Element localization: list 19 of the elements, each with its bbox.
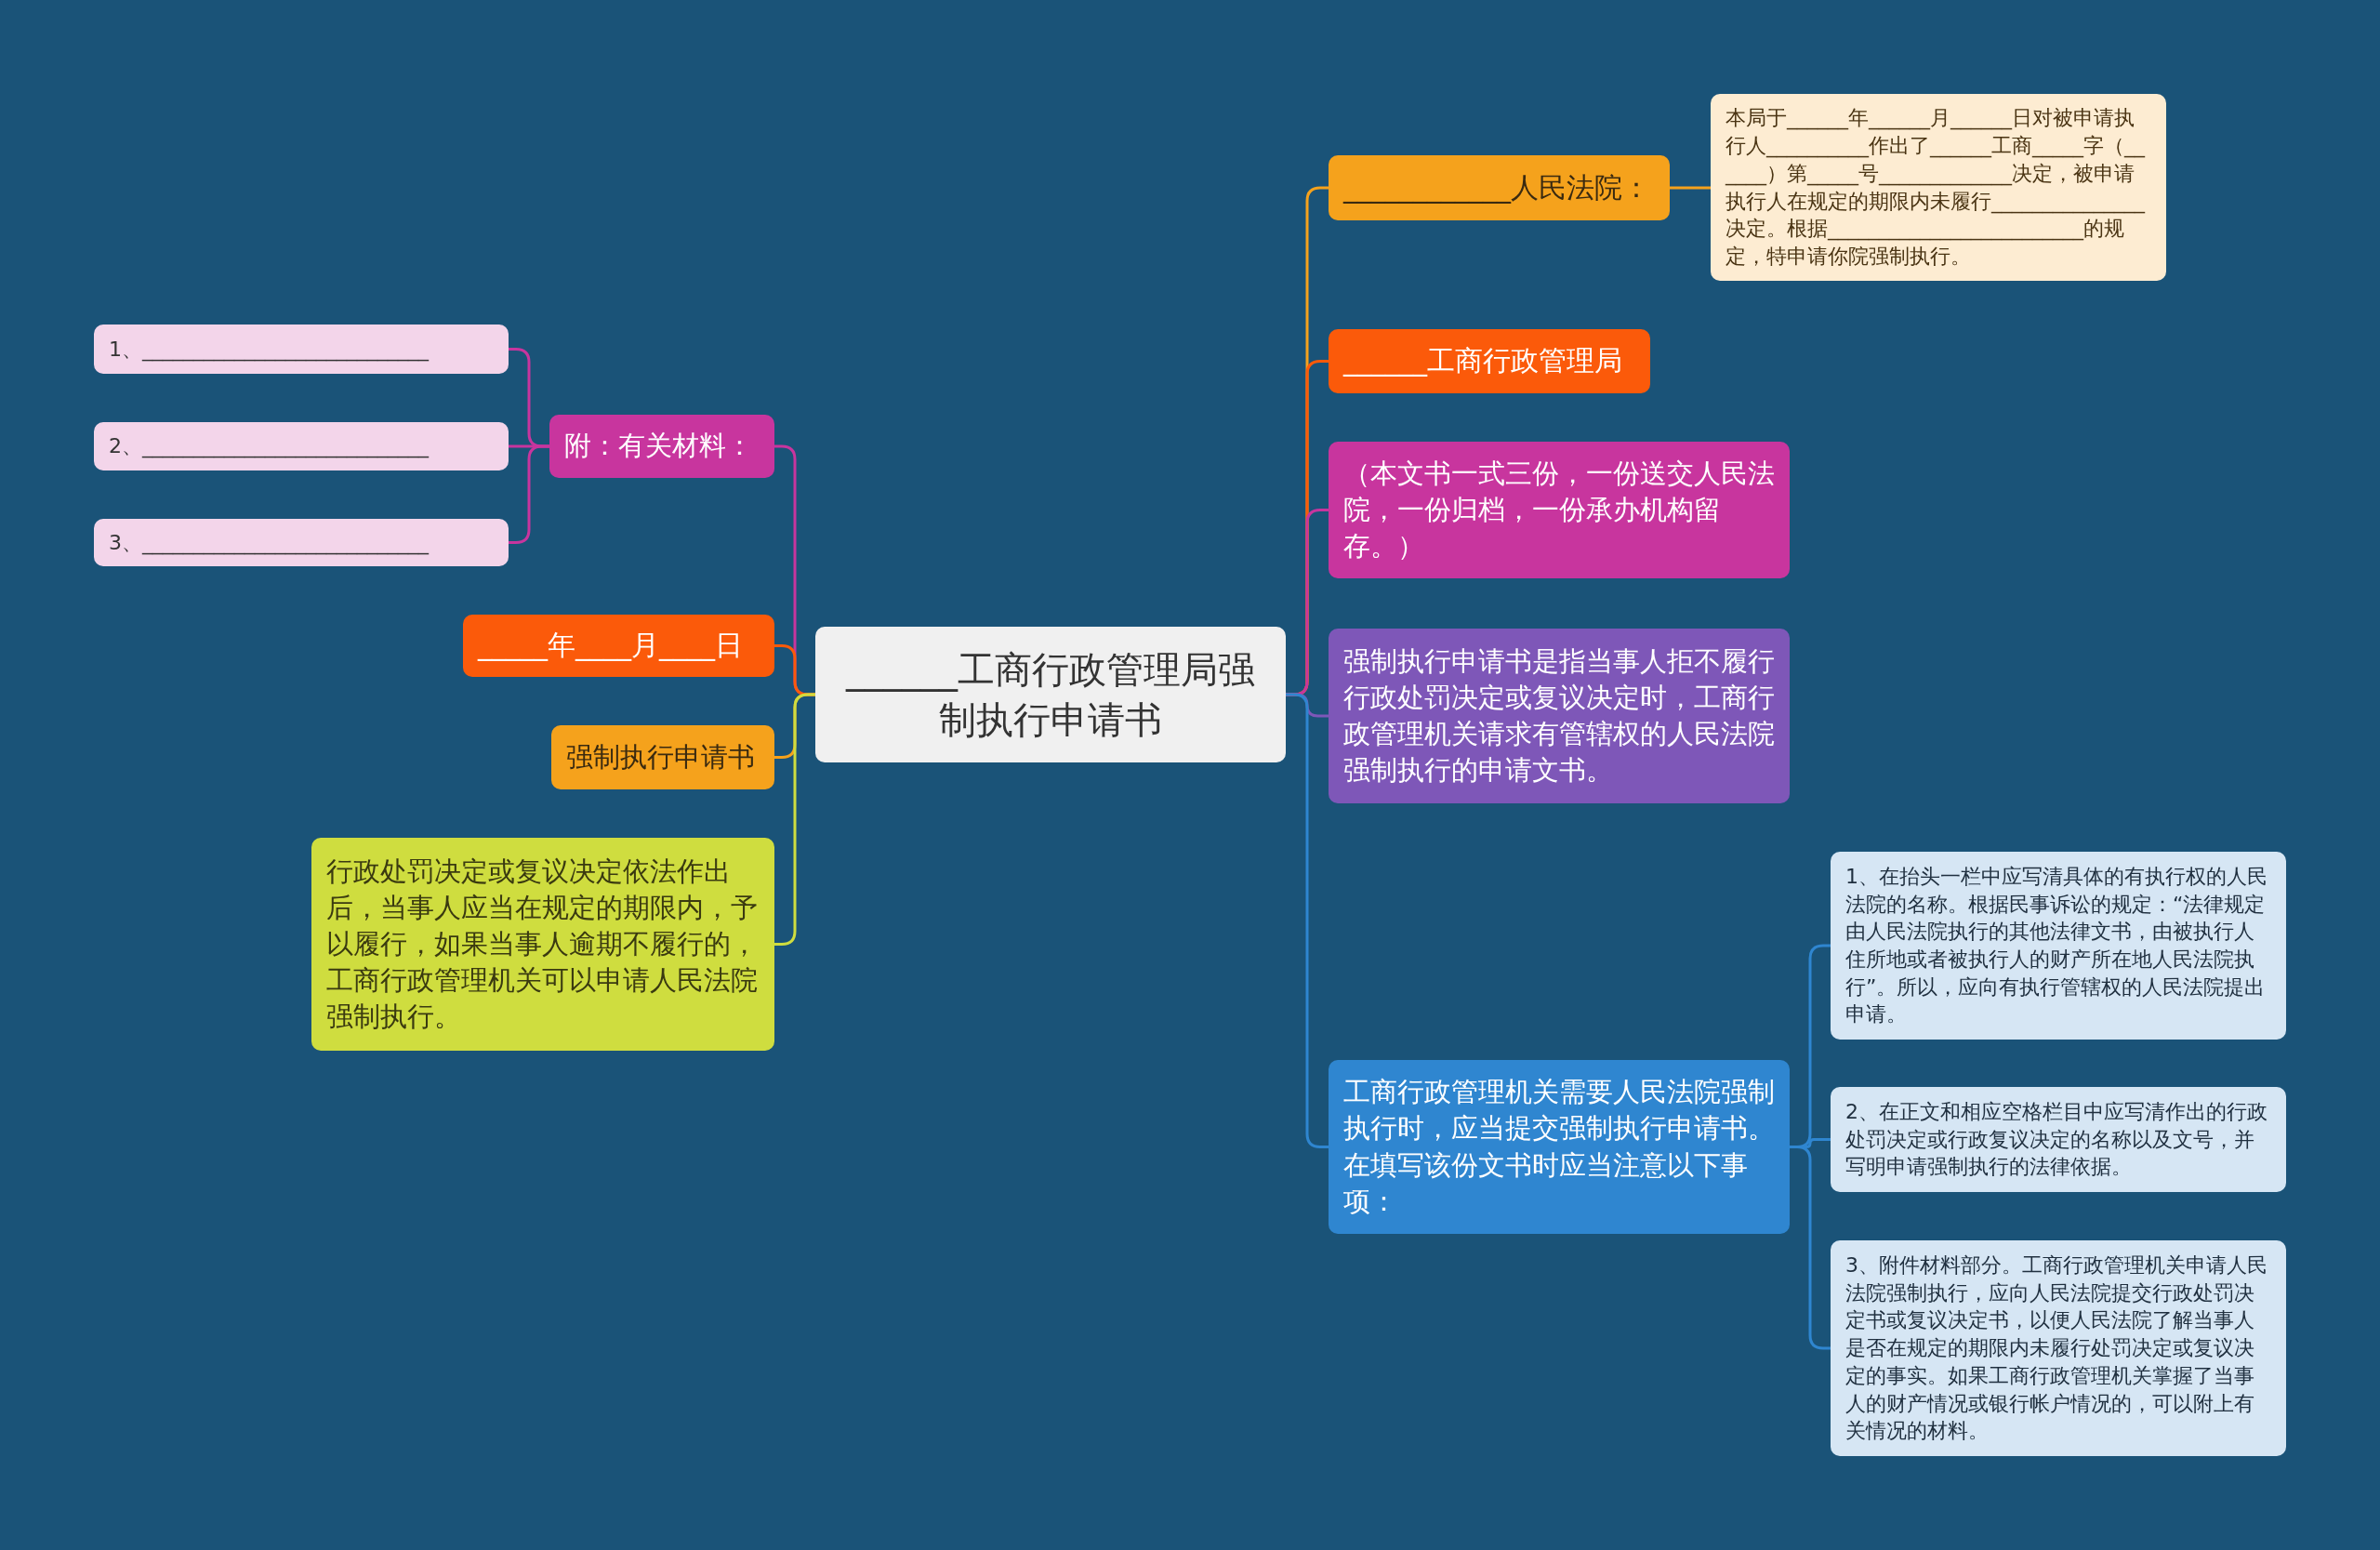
note-box: 本局于______年______月______日对被申请执行人__________作出了______工商_____字（______）第_____号_____________决定，被申请执行人在规定的期限内未履行_______________决定。根据_________________________的规定，特申请你院强制执行。 — [1711, 94, 2166, 281]
topic-box: （本文书一式三份，一份送交人民法院，一份归档，一份承办机构留存。） — [1329, 442, 1790, 578]
topic-box: ____________人民法院： — [1329, 155, 1670, 220]
connector-line — [1670, 186, 1711, 190]
connector-line — [509, 444, 549, 544]
connector-line — [1790, 1146, 1831, 1350]
topic-box: 附：有关材料： — [549, 415, 774, 478]
topic-box: 工商行政管理机关需要人民法院强制执行时，应当提交强制执行申请书。在填写该份文书时应当注意以下事项： — [1329, 1060, 1790, 1234]
topic-box: _____年____月____日 — [463, 615, 774, 677]
note-box: 1、在抬头一栏中应写清具体的有执行权的人民法院的名称。根据民事诉讼的规定：“法律规定由人民法院执行的其他法律文书，由被执行人住所地或者被执行人的财产所在地人民法院执行”。所以，应向有执行管辖权的人民法院提出申请。 — [1831, 852, 2286, 1040]
topic-box: ______工商行政管理局 — [1329, 329, 1650, 393]
note-box: 3、附件材料部分。工商行政管理机关申请人民法院强制执行，应向人民法院提交行政处罚决定书或复议决定书，以便人民法院了解当事人是否在规定的期限内未履行处罚决定或复议决定的事实。如果工商行政管理机关掌握了当事人的财产情况或银行帐户情况的，可以附上有关情况的材料。 — [1831, 1240, 2286, 1456]
topic-box: 行政处罚决定或复议决定依法作出后，当事人应当在规定的期限内，予以履行，如果当事人逾期不履行的，工商行政管理机关可以申请人民法院强制执行。 — [311, 838, 774, 1051]
topic-box: 强制执行申请书 — [551, 725, 774, 789]
topic-box: 强制执行申请书是指当事人拒不履行行政处罚决定或复议决定时，工商行政管理机关请求有管辖权的人民法院强制执行的申请文书。 — [1329, 629, 1790, 803]
connector-line — [774, 693, 815, 946]
connector-line — [1286, 693, 1329, 1148]
note-box: 2、在正文和相应空格栏目中应写清作出的行政处罚决定或行政复议决定的名称以及文号，并写明申请强制执行的法律依据。 — [1831, 1087, 2286, 1192]
central-topic-box: ______工商行政管理局强制执行申请书 — [815, 627, 1286, 762]
